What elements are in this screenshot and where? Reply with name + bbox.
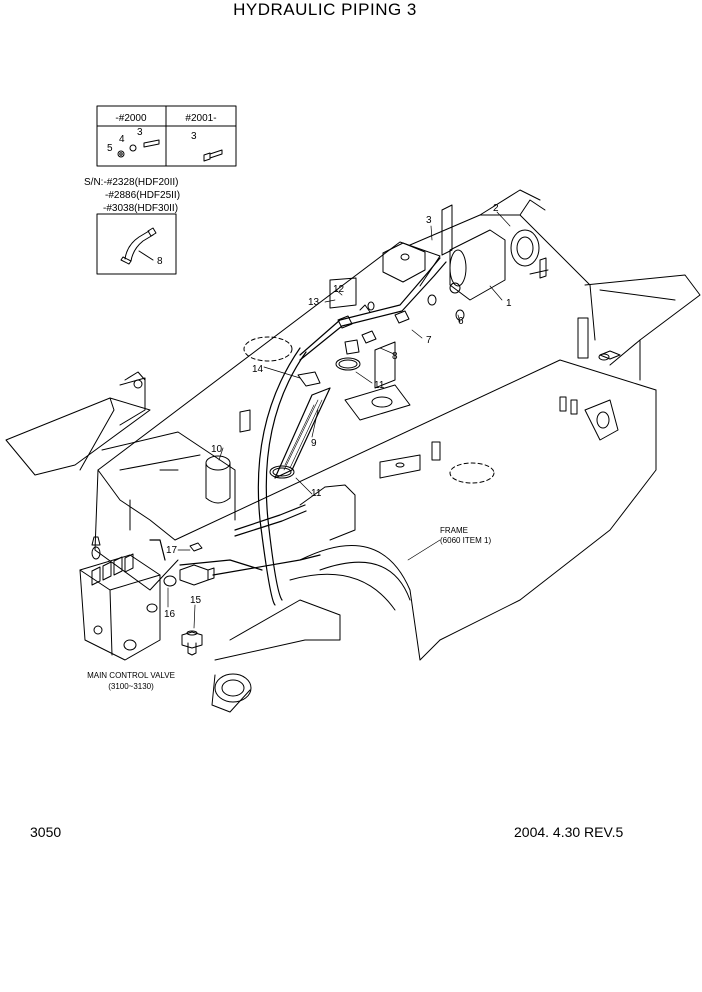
serial-line-1: S/N:-#2328(HDF20II)	[84, 177, 179, 188]
elbow-fitting-icon	[124, 230, 154, 262]
callout-7: 7	[426, 335, 432, 346]
callout-16: 16	[164, 609, 176, 620]
truck-frame	[5, 189, 701, 713]
serial-number-note: S/N:-#2328(HDF20II) -#2886(HDF25II) -#30…	[84, 176, 180, 215]
washer-icon	[117, 150, 125, 158]
table-label-3b: 3	[191, 131, 197, 142]
valve-note-line2: (3100~3130)	[108, 682, 154, 691]
table-label-3a: 3	[137, 127, 143, 138]
valve-note: MAIN CONTROL VALVE (3100~3130)	[87, 671, 175, 691]
nut-icon	[129, 144, 137, 152]
hoses	[149, 257, 447, 606]
hydraulic-pump	[427, 204, 549, 321]
serial-part-label: 8	[157, 256, 163, 267]
serial-line-3: -#3038(HDF30II)	[103, 203, 179, 214]
bolt-icon	[143, 139, 160, 148]
callout-11b: 11	[311, 488, 322, 499]
main-control-valve	[79, 536, 177, 661]
serial-line-2: -#2886(HDF25II)	[105, 190, 181, 201]
callout-14: 14	[252, 364, 264, 375]
callout-8: 8	[392, 351, 398, 362]
table-label-4: 4	[119, 134, 125, 145]
callout-17: 17	[166, 545, 178, 556]
callout-10: 10	[211, 444, 223, 455]
o-ring-icon	[163, 575, 177, 587]
page-title: HYDRAULIC PIPING 3	[233, 0, 417, 19]
frame-note-line2: (6060 ITEM 1)	[440, 536, 491, 545]
small-parts	[124, 242, 426, 504]
table-col1-header: -#2000	[115, 113, 147, 124]
table-col2-header: #2001-	[185, 113, 216, 124]
callout-12: 12	[333, 284, 345, 295]
flange-bolt-icon	[203, 149, 223, 162]
table-label-5: 5	[107, 143, 113, 154]
callout-2: 2	[493, 203, 499, 214]
callout-3: 3	[426, 215, 432, 226]
valve-note-line1: MAIN CONTROL VALVE	[87, 671, 175, 680]
frame-note-line1: FRAME	[440, 526, 468, 535]
callout-11a: 11	[374, 380, 385, 391]
callouts: 1 2 3 6 7 8 9 10 11 11 12 13 14 15 16 17	[164, 203, 512, 620]
fittings	[179, 542, 215, 656]
page-number: 3050	[30, 824, 62, 840]
serial-detail-box: 8	[96, 213, 177, 275]
revision-stamp: 2004. 4.30 REV.5	[514, 824, 624, 840]
callout-15: 15	[190, 595, 202, 606]
leader-lines	[167, 211, 511, 629]
callout-13: 13	[308, 297, 320, 308]
frame-note: FRAME (6060 ITEM 1)	[440, 526, 491, 545]
variant-table: -#2000 #2001- 5 4 3 3	[96, 105, 237, 167]
callout-6: 6	[458, 316, 464, 327]
callout-9: 9	[311, 438, 317, 449]
callout-1: 1	[506, 298, 512, 309]
